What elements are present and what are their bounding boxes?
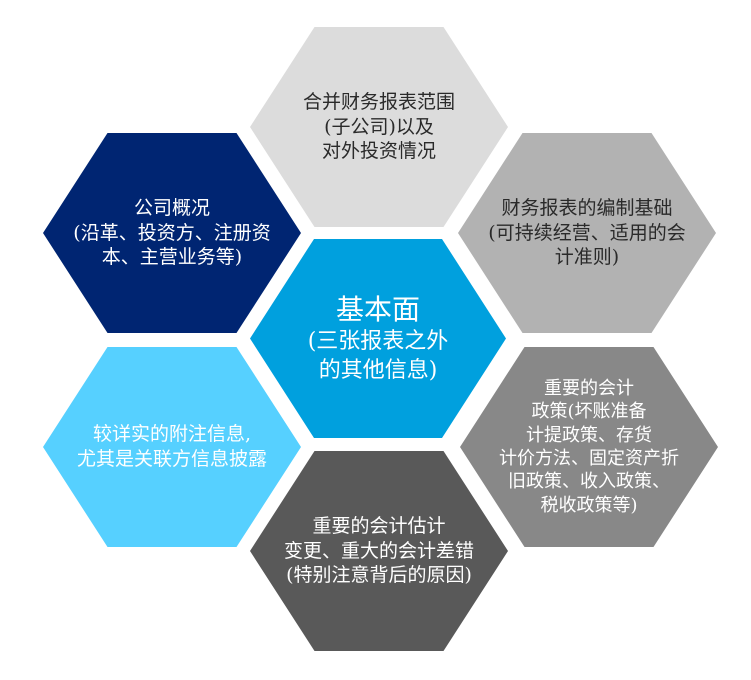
hex-consolidation-scope: 合并财务报表范围 (子公司)以及 对外投资情况 — [250, 27, 508, 227]
hex-text: (可持续经营、适用的会 — [488, 221, 686, 244]
hex-text: 计提政策、存货 — [526, 424, 652, 446]
hex-text: 较详实的附注信息, — [92, 423, 252, 446]
hex-text: (沿革、投资方、注册资 — [73, 221, 271, 244]
hex-text: 财务报表的编制基础 — [501, 196, 673, 219]
hex-text: (特别注意背后的原因) — [286, 564, 472, 587]
hex-text: 本、主营业务等) — [101, 246, 243, 269]
hex-text: 变更、重大的会计差错 — [283, 539, 474, 562]
hex-text: 重要的会计 — [544, 377, 634, 399]
hex-text: 计价方法、固定资产折 — [499, 448, 679, 469]
hex-text: (三张报表之外 — [307, 329, 449, 355]
hex-text: 公司概况 — [133, 196, 210, 219]
hex-text: 旧政策、收入政策、 — [508, 471, 670, 493]
hex-text: 合并财务报表范围 — [302, 90, 455, 113]
hex-text: (子公司)以及 — [324, 115, 434, 138]
hex-fundamentals-center: 基本面 (三张报表之外 的其他信息) — [250, 239, 506, 438]
hex-estimates-errors: 重要的会计估计 变更、重大的会计差错 (特别注意背后的原因) — [250, 451, 508, 651]
hex-text: 重要的会计估计 — [312, 514, 446, 537]
hex-text: 对外投资情况 — [321, 140, 436, 163]
hex-preparation-basis: 财务报表的编制基础 (可持续经营、适用的会 计准则) — [458, 133, 716, 333]
hex-text: 政策(坏账准备 — [531, 401, 647, 423]
hex-accounting-policies: 重要的会计 政策(坏账准备 计提政策、存货 计价方法、固定资产折 旧政策、收入政… — [460, 347, 718, 547]
hex-text: 的其他信息) — [318, 357, 438, 383]
hex-text: 计准则) — [554, 246, 620, 269]
hex-text: 税收政策等) — [540, 494, 638, 516]
hex-title: 基本面 — [335, 292, 420, 326]
hex-text: 尤其是关联方信息披露 — [76, 448, 267, 470]
hex-company-overview: 公司概况 (沿革、投资方、注册资 本、主营业务等) — [43, 133, 301, 333]
hex-notes-disclosure: 较详实的附注信息, 尤其是关联方信息披露 — [43, 347, 301, 547]
